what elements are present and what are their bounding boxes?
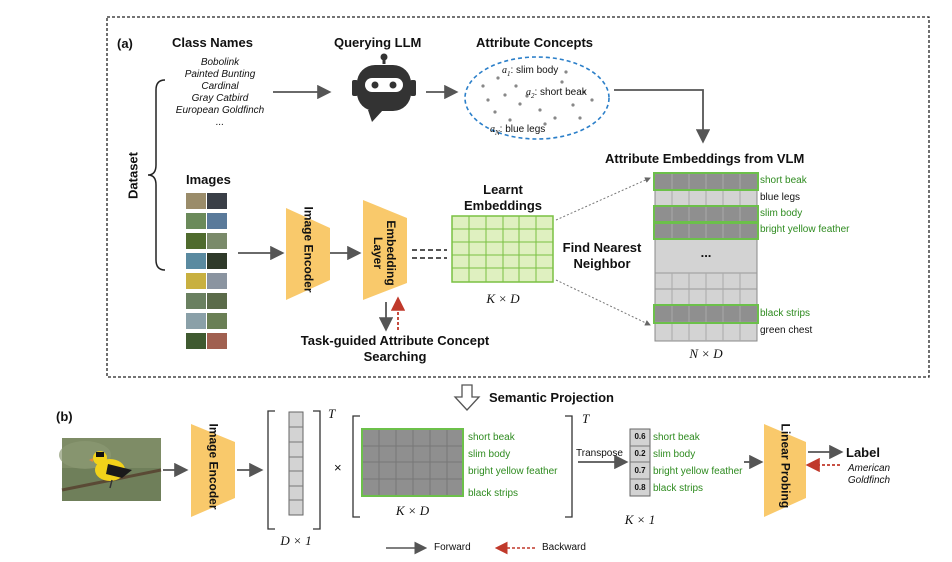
robot-icon <box>352 53 416 122</box>
class-names-list: Bobolink Painted Bunting Cardinal Gray C… <box>160 57 280 129</box>
thumbnail <box>186 233 206 249</box>
matrix-b-row-label: short beak <box>468 432 515 443</box>
vlm-matrix <box>653 172 759 342</box>
thumbnail <box>186 293 206 309</box>
times-sign: × <box>334 460 342 475</box>
transpose-label: Transpose <box>576 448 623 459</box>
thumbnail <box>186 273 206 289</box>
learnt-embeddings-title: Learnt Embeddings <box>463 182 542 213</box>
thumbnail <box>207 193 227 209</box>
thumbnail <box>186 253 206 269</box>
score-vector <box>629 428 651 497</box>
class-name-item: ... <box>215 117 225 128</box>
kxd-b-label: K × D <box>395 503 430 518</box>
thumbnail <box>207 333 227 349</box>
dataset-label: Dataset <box>125 152 141 199</box>
matrix-b-row-label: bright yellow feather <box>468 466 558 477</box>
class-name-item: European Goldfinch <box>175 105 265 116</box>
transpose-sup-2: T <box>582 411 590 426</box>
vlm-row-label: black strips <box>760 308 811 319</box>
matrix-b-row-label: black strips <box>468 488 519 499</box>
dataset-brace <box>147 79 166 271</box>
learnt-kxd-label: K × D <box>486 291 520 306</box>
vlm-ellipsis: ... <box>700 245 712 260</box>
label-title: Label <box>846 445 880 460</box>
semantic-projection-label: Semantic Projection <box>489 390 614 405</box>
querying-llm-title: Querying LLM <box>334 35 422 50</box>
vlm-nxd-label: N × D <box>689 346 723 361</box>
matrix-b-row-label: slim body <box>468 449 511 460</box>
image-encoder-b-shape <box>191 424 235 517</box>
score-label: black strips <box>653 483 704 494</box>
vlm-title: Attribute Embeddings from VLM <box>605 151 805 166</box>
concept-dots <box>481 70 594 126</box>
concept-a2: a2: short beak <box>526 87 587 100</box>
image-encoder-a-shape <box>286 208 330 300</box>
kx1-label: K × 1 <box>624 512 656 527</box>
concepts-ellipse <box>464 56 610 140</box>
task-guided-label: Task-guided Attribute Concept Searching <box>300 333 490 364</box>
class-name-item: Bobolink <box>200 57 240 68</box>
thumbnail <box>207 233 227 249</box>
thumbnail <box>207 293 227 309</box>
concept-aN: aN: blue legs <box>490 124 546 137</box>
score-value: 0.6 <box>634 432 646 441</box>
embedding-layer-label: Embedding Layer <box>371 220 398 286</box>
score-label: slim body <box>653 449 696 460</box>
vlm-row-label: short beak <box>760 175 807 186</box>
panel-b-label: (b) <box>56 409 73 424</box>
images-title: Images <box>186 172 231 187</box>
learnt-embeddings-grid <box>451 215 554 283</box>
vlm-row-label: slim body <box>760 208 803 219</box>
thumbnail <box>186 333 206 349</box>
dx1-label: D × 1 <box>280 533 312 548</box>
dx1-vector <box>267 410 321 530</box>
embedding-layer-label-wrap: Embedding Layer <box>350 220 420 285</box>
vlm-row-label: green chest <box>760 325 813 336</box>
class-name-item: Painted Bunting <box>184 69 256 80</box>
score-value: 0.7 <box>634 466 646 475</box>
kxd-matrix-b <box>352 415 573 518</box>
thumbnail <box>207 213 227 229</box>
arrow-concepts-to-vlm <box>614 89 711 144</box>
concept-a1: a1: slim body <box>502 65 559 78</box>
score-label: bright yellow feather <box>653 466 743 477</box>
thumbnail <box>186 193 206 209</box>
embedding-layer-shape <box>363 200 407 300</box>
semantic-projection-arrow <box>453 384 481 411</box>
thumbnail <box>186 213 206 229</box>
panel-a-label: (a) <box>117 36 133 51</box>
linear-probing-shape <box>764 424 806 517</box>
find-nearest-label: Find Nearest Neighbor <box>562 240 642 271</box>
legend-forward-label: Forward <box>434 542 471 553</box>
thumbnail <box>207 253 227 269</box>
vlm-row-label: bright yellow feather <box>760 224 850 235</box>
class-name-item: Cardinal <box>201 81 239 92</box>
linear-probing-label: Linear Probing <box>778 423 793 509</box>
thumbnail <box>207 273 227 289</box>
score-value: 0.2 <box>634 449 646 458</box>
attribute-concepts-title: Attribute Concepts <box>476 35 593 50</box>
thumbnail <box>186 313 206 329</box>
legend-backward-label: Backward <box>542 542 586 553</box>
class-name-item: Gray Catbird <box>191 93 249 104</box>
label-value: American Goldfinch <box>847 463 891 486</box>
goldfinch-photo <box>59 438 162 501</box>
panel-a-frame <box>106 16 930 378</box>
score-value: 0.8 <box>634 483 646 492</box>
class-names-title: Class Names <box>172 35 253 50</box>
transpose-sup-1: T <box>328 406 336 421</box>
image-encoder-a-label: Image Encoder <box>301 206 316 293</box>
vlm-row-label: blue legs <box>760 192 801 203</box>
image-encoder-b-label: Image Encoder <box>206 423 221 510</box>
thumbnail <box>207 313 227 329</box>
score-label: short beak <box>653 432 700 443</box>
